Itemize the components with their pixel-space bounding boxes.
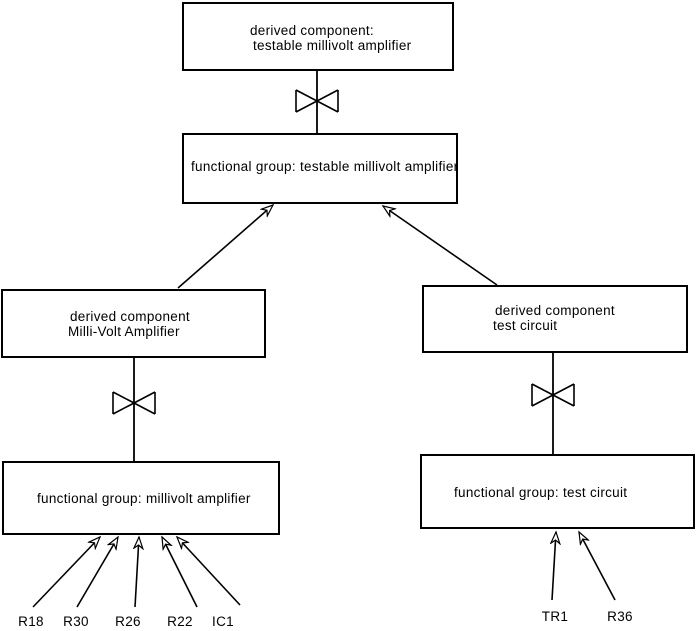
node-fg-millivolt-box (2, 461, 280, 535)
node-fg-testable-label: functional group: testable millivolt amp… (191, 159, 459, 174)
node-derived-millivolt-amplifier: derived component Milli-Volt Amplifier (1, 289, 266, 358)
component-label-r18: R18 (18, 614, 44, 629)
node-derived-test-line1: derived component (495, 303, 615, 318)
node-fg-test-box (420, 454, 695, 529)
bowtie-icon (531, 383, 575, 407)
edge-tr1 (552, 532, 556, 601)
node-derived-testable-box (182, 2, 454, 71)
edge-r22 (162, 537, 198, 608)
node-functional-group-test: functional group: test circuit (420, 454, 695, 529)
node-derived-testable-line1: derived component: (250, 23, 374, 38)
edge-r26 (135, 537, 139, 608)
edge-ic1 (177, 537, 241, 606)
node-derived-millivolt-line2: Milli-Volt Amplifier (68, 324, 180, 339)
bowtie-icon (295, 89, 339, 113)
bowtie-icon (112, 391, 156, 415)
node-functional-group-testable: functional group: testable millivolt amp… (182, 133, 459, 204)
node-derived-millivolt-box (1, 289, 266, 358)
edge-derived-millivolt-to-fg-testable (177, 205, 273, 289)
edge-r18 (32, 537, 100, 608)
node-derived-testable-line2: testable millivolt amplifier (253, 38, 412, 53)
edge-derived-test-to-fg-testable (383, 206, 498, 286)
node-derived-test-box (422, 285, 688, 353)
component-label-ic1: IC1 (212, 614, 234, 629)
node-derived-testable-amplifier: derived component: testable millivolt am… (182, 2, 454, 71)
component-label-r36: R36 (607, 609, 633, 624)
component-label-r22: R22 (167, 614, 193, 629)
node-derived-millivolt-line1: derived component (70, 309, 190, 324)
component-label-r30: R30 (63, 614, 89, 629)
node-derived-test-circuit: derived component test circuit (422, 285, 688, 353)
component-label-r26: R26 (115, 614, 141, 629)
node-functional-group-millivolt: functional group: millivolt amplifier (2, 461, 280, 535)
node-fg-millivolt-label: functional group: millivolt amplifier (37, 491, 251, 506)
node-fg-testable-box (182, 133, 458, 204)
node-derived-test-line2: test circuit (493, 318, 557, 333)
edge-r30 (76, 537, 118, 608)
edge-r36 (579, 532, 616, 601)
component-label-tr1: TR1 (542, 609, 568, 624)
node-fg-test-label: functional group: test circuit (454, 485, 627, 500)
